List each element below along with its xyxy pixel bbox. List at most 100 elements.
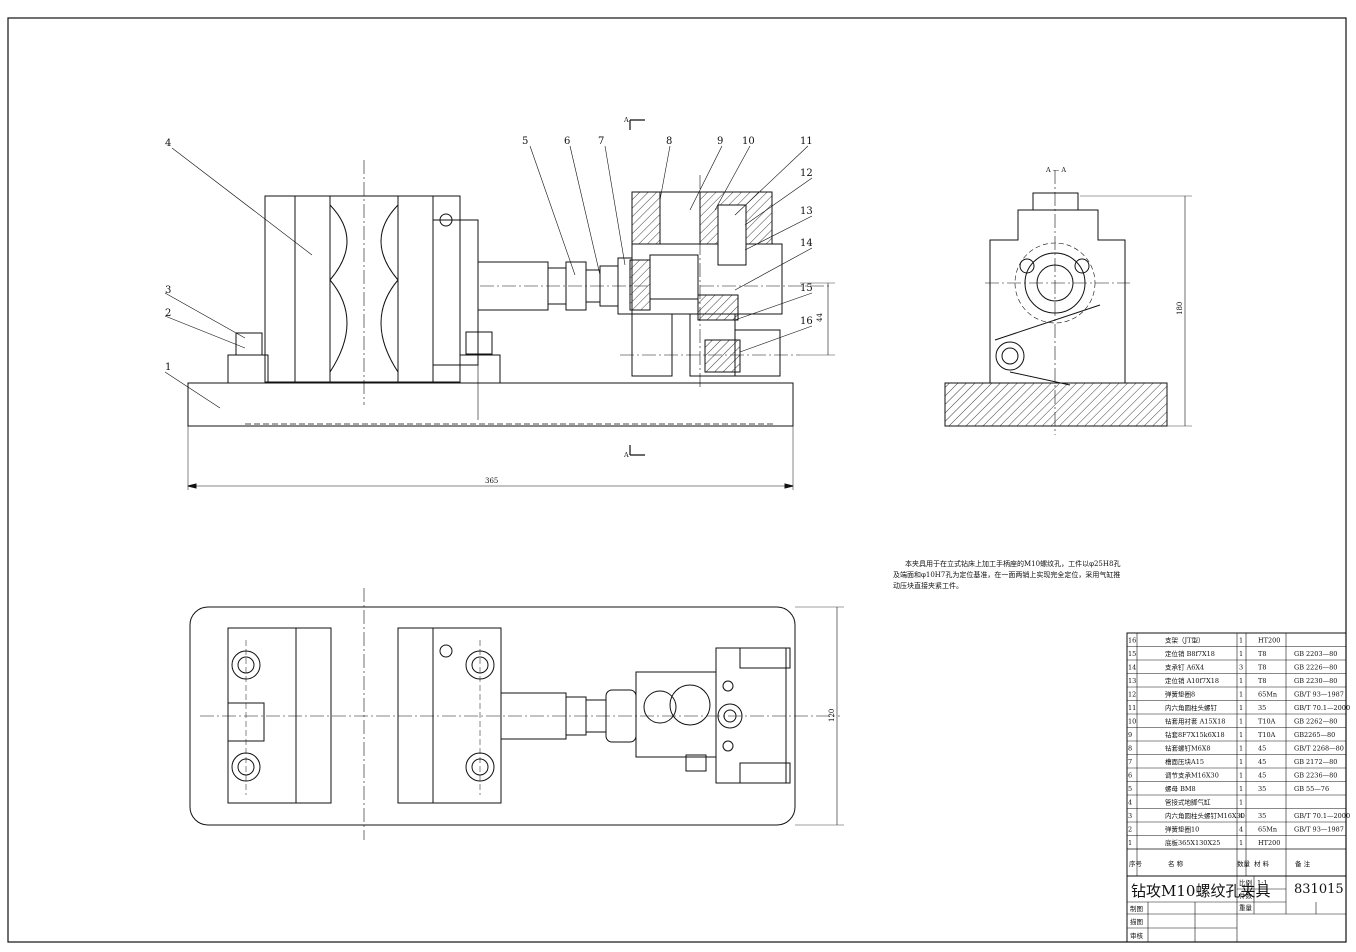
technical-note: 本夹具用于在立式钻床上加工手柄座的M10螺纹孔，工件以φ25H8孔 及端面和φ1… bbox=[893, 559, 1120, 590]
part-name: 弹簧垫圈8 bbox=[1165, 690, 1195, 699]
part-material: 45 bbox=[1258, 758, 1266, 766]
section-view bbox=[944, 170, 1192, 435]
part-qty: 1 bbox=[1239, 731, 1243, 739]
part-material: 45 bbox=[1258, 745, 1266, 753]
part-name: 底板365X130X25 bbox=[1165, 838, 1220, 847]
part-qty: 4 bbox=[1239, 812, 1243, 820]
part-no: 13 bbox=[1128, 677, 1136, 685]
part-material: 35 bbox=[1258, 704, 1266, 712]
part-material: 35 bbox=[1258, 785, 1266, 793]
part-name: 槽面压块A15 bbox=[1165, 757, 1204, 766]
section-mark-bottom: A bbox=[623, 451, 629, 459]
leader-6: 6 bbox=[564, 136, 570, 147]
scale-value: 1:1 bbox=[1257, 879, 1267, 887]
part-qty: 1 bbox=[1239, 745, 1243, 753]
leader-10: 10 bbox=[742, 136, 755, 147]
drill-plate bbox=[631, 191, 773, 245]
leader-14: 14 bbox=[800, 238, 813, 249]
note-line-1: 本夹具用于在立式钻床上加工手柄座的M10螺纹孔，工件以φ25H8孔 bbox=[905, 559, 1120, 568]
section-mark-top: A bbox=[623, 116, 629, 124]
part-qty: 1 bbox=[1239, 704, 1243, 712]
part-no: 7 bbox=[1128, 758, 1132, 766]
section-view-title: A — A bbox=[1045, 166, 1066, 174]
header-remark: 备 注 bbox=[1295, 859, 1311, 868]
header-seq: 序号 bbox=[1129, 859, 1143, 868]
part-qty: 1 bbox=[1239, 772, 1243, 780]
drawing-number: 831015 bbox=[1294, 882, 1344, 897]
part-name: 支承钉 A6X4 bbox=[1165, 663, 1204, 672]
part-name: 内六角圆柱头螺钉M16X30 bbox=[1165, 811, 1245, 820]
part-standard: GB 55—76 bbox=[1294, 785, 1329, 793]
base-plate bbox=[187, 382, 794, 427]
drawn-by-label: 描图 bbox=[1130, 917, 1143, 926]
part-standard: GB 2236—80 bbox=[1294, 772, 1337, 780]
part-standard: GB/T 93—1987 bbox=[1294, 826, 1344, 834]
note-line-2: 及端面和φ10H7孔为定位基准，在一面两销上实现完全定位，采用气缸推 bbox=[893, 570, 1120, 579]
part-name: 定位销 A10f7X18 bbox=[1165, 676, 1219, 685]
leader-5: 5 bbox=[522, 136, 528, 147]
part-qty: 4 bbox=[1239, 826, 1243, 834]
part-name: 螺母 BM8 bbox=[1165, 784, 1196, 793]
part-standard: GB/T 2268—80 bbox=[1294, 745, 1344, 753]
part-no: 9 bbox=[1128, 731, 1132, 739]
part-qty: 1 bbox=[1239, 839, 1243, 847]
part-qty: 1 bbox=[1239, 637, 1243, 645]
leader-15: 15 bbox=[800, 283, 813, 294]
part-no: 3 bbox=[1128, 812, 1132, 820]
part-no: 1 bbox=[1128, 839, 1132, 847]
leader-3: 3 bbox=[165, 285, 171, 296]
part-name: 定位销 B8f7X18 bbox=[1165, 649, 1215, 658]
part-no: 10 bbox=[1128, 718, 1136, 726]
part-name: 钻套螺钉M6X8 bbox=[1165, 744, 1211, 753]
part-qty: 1 bbox=[1239, 650, 1243, 658]
dim-overall: 365 bbox=[485, 477, 498, 485]
part-standard: GB 2203—80 bbox=[1294, 650, 1337, 658]
part-standard: GB 2230—80 bbox=[1294, 677, 1337, 685]
part-material: 65Mn bbox=[1258, 691, 1277, 699]
part-no: 4 bbox=[1128, 799, 1132, 807]
leader-12: 12 bbox=[800, 168, 813, 179]
part-name: 钻套用衬套 A15X18 bbox=[1165, 717, 1225, 726]
part-no: 8 bbox=[1128, 745, 1132, 753]
leader-8: 8 bbox=[666, 136, 672, 147]
count-label: 件数 bbox=[1239, 891, 1253, 900]
part-standard: GB/T 70.1—2000 bbox=[1294, 812, 1350, 820]
part-standard: GB2265—80 bbox=[1294, 731, 1335, 739]
leader-16: 16 bbox=[800, 316, 813, 327]
air-cylinder bbox=[264, 195, 461, 383]
leader-4: 4 bbox=[165, 138, 171, 149]
sheet-border bbox=[7, 17, 1347, 943]
note-line-3: 动压块直接夹紧工件。 bbox=[893, 581, 963, 590]
part-name: 支架（JT型） bbox=[1165, 636, 1204, 645]
header-material: 材 料 bbox=[1254, 859, 1270, 868]
part-standard: GB/T 70.1—2000 bbox=[1294, 704, 1350, 712]
part-material: T8 bbox=[1258, 664, 1266, 672]
leader-2: 2 bbox=[165, 308, 171, 319]
dim-height: 180 bbox=[1176, 302, 1184, 315]
part-material: HT200 bbox=[1258, 839, 1280, 847]
part-qty: 1 bbox=[1239, 799, 1243, 807]
part-standard: GB 2226—80 bbox=[1294, 664, 1337, 672]
part-material: T10A bbox=[1258, 718, 1276, 726]
part-standard: GB/T 93—1987 bbox=[1294, 691, 1344, 699]
part-material: 45 bbox=[1258, 772, 1266, 780]
part-no: 5 bbox=[1128, 785, 1132, 793]
part-name: 调节支承M16X30 bbox=[1165, 771, 1219, 780]
part-material: 65Mn bbox=[1258, 826, 1277, 834]
part-name: 钻套8F7X15k6X18 bbox=[1165, 730, 1225, 739]
part-name: 内六角圆柱头螺钉 bbox=[1165, 703, 1218, 712]
leader-7: 7 bbox=[598, 136, 604, 147]
part-qty: 1 bbox=[1239, 758, 1243, 766]
made-by-label: 制图 bbox=[1130, 904, 1143, 913]
part-qty: 1 bbox=[1239, 718, 1243, 726]
part-qty: 1 bbox=[1239, 677, 1243, 685]
dim-width: 120 bbox=[828, 709, 836, 722]
dim-small: 44 bbox=[816, 313, 824, 322]
checked-by-label: 审核 bbox=[1130, 931, 1144, 940]
header-name: 名 称 bbox=[1168, 859, 1184, 868]
part-qty: 1 bbox=[1239, 691, 1243, 699]
part-standard: GB 2172—80 bbox=[1294, 758, 1337, 766]
part-name: 管接式地脚气缸 bbox=[1165, 798, 1211, 807]
